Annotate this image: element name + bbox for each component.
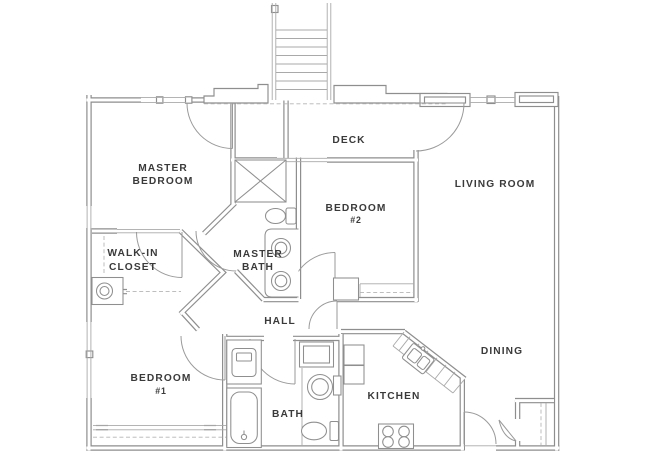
bathroom-vanity-sink bbox=[226, 339, 262, 385]
room-label-bedroom-1: BEDROOM bbox=[131, 373, 192, 384]
room-label-kitchen: KITCHEN bbox=[368, 391, 421, 402]
window-mullion bbox=[155, 96, 164, 104]
bathtub bbox=[226, 387, 262, 449]
shower bbox=[234, 159, 287, 203]
toilet bbox=[300, 420, 340, 442]
room-label-master-bedroom: MASTER bbox=[138, 163, 188, 174]
stair-landing-step bbox=[270, 4, 279, 14]
fixtures bbox=[91, 159, 435, 450]
room-labels: MASTER BEDROOM DECK LIVING ROOM BEDROOM … bbox=[107, 135, 536, 420]
room-label-living-room: LIVING ROOM bbox=[455, 179, 536, 190]
room-label-bedroom-1: #1 bbox=[155, 386, 166, 396]
linen-cabinet bbox=[298, 341, 335, 368]
window-mullion bbox=[85, 350, 94, 359]
room-label-deck: DECK bbox=[332, 135, 365, 146]
room-label-master-bath: MASTER bbox=[233, 249, 283, 260]
room-label-master-bedroom: BEDROOM bbox=[133, 176, 194, 187]
room-label-dining: DINING bbox=[481, 346, 523, 357]
pantry-shelves bbox=[343, 344, 365, 385]
walk-in-closet-washer bbox=[91, 276, 124, 306]
room-label-bedroom-2: #2 bbox=[350, 215, 361, 225]
deck-railing bbox=[203, 83, 448, 104]
room-label-walk-in-closet: CLOSET bbox=[109, 262, 157, 273]
stairs bbox=[271, 3, 332, 100]
room-label-master-bath: BATH bbox=[242, 262, 274, 273]
room-label-hall: HALL bbox=[264, 316, 296, 327]
room-label-bedroom-2: BEDROOM bbox=[326, 203, 387, 214]
double-sink-vanity bbox=[264, 228, 299, 298]
bedroom2-closet bbox=[332, 277, 360, 301]
master-toilet bbox=[264, 207, 297, 225]
stove bbox=[377, 423, 415, 450]
room-label-bath: BATH bbox=[272, 409, 304, 420]
window-mullion bbox=[184, 96, 193, 104]
window-mullion bbox=[486, 95, 496, 105]
room-label-walk-in-closet: WALK-IN bbox=[107, 248, 158, 259]
washer bbox=[306, 373, 342, 401]
windows-and-thin-lines bbox=[86, 96, 547, 447]
dashed-lines bbox=[93, 103, 542, 445]
kitchen-corner-sink bbox=[401, 343, 435, 375]
